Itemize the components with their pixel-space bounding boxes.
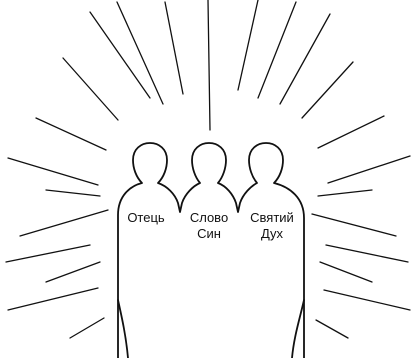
ray: [328, 156, 410, 183]
ray: [318, 116, 384, 148]
ray: [46, 190, 100, 196]
ray: [8, 158, 98, 185]
ray: [117, 2, 163, 104]
ray: [324, 290, 410, 310]
ray: [326, 245, 408, 262]
ray: [320, 262, 372, 282]
ray: [63, 58, 118, 120]
silhouettes-outline: [118, 143, 304, 358]
ray: [20, 210, 108, 236]
figure-label-word: Слово: [190, 210, 228, 225]
left-figure-contour: [118, 300, 128, 358]
radiating-rays: [6, 0, 410, 338]
ray: [8, 288, 98, 310]
ray: [318, 190, 372, 196]
ray: [312, 214, 396, 236]
ray: [70, 318, 104, 338]
ray: [316, 320, 348, 338]
ray: [238, 0, 258, 90]
figure-label-holy: Святий: [250, 210, 294, 225]
ray: [6, 245, 90, 262]
ray: [258, 2, 296, 98]
ray: [165, 2, 183, 94]
figure-label-spirit: Дух: [261, 226, 284, 241]
ray: [36, 118, 106, 150]
figure-label-father: Отець: [127, 210, 165, 225]
right-figure-contour: [292, 300, 304, 358]
figure-label-son: Син: [197, 226, 221, 241]
ray: [280, 14, 330, 104]
ray: [208, 0, 210, 130]
ray: [302, 62, 353, 118]
ray: [46, 262, 100, 282]
